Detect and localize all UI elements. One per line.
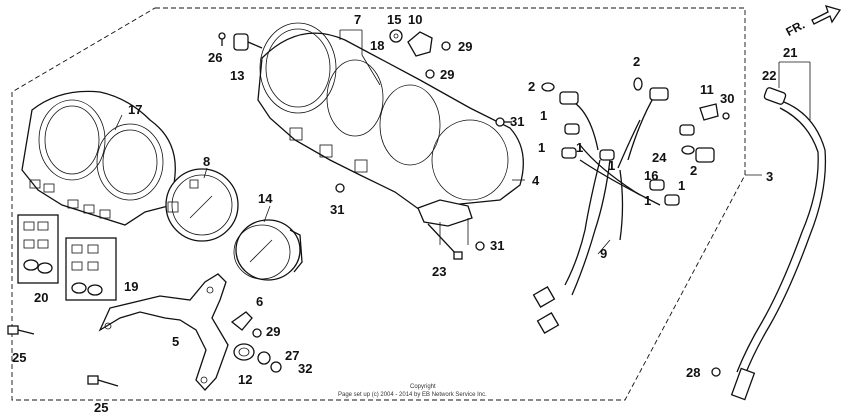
bulb-2-right[interactable] (681, 145, 695, 155)
bolt-25-lower[interactable] (87, 375, 119, 387)
assembly-boundary (11, 7, 746, 401)
callout-31-left: 31 (330, 202, 344, 217)
callout-5: 5 (172, 334, 179, 349)
callout-14: 14 (258, 191, 273, 206)
bolt-23[interactable] (427, 223, 463, 260)
leader-lines (114, 29, 762, 255)
callout-4: 4 (532, 173, 540, 188)
callout-26: 26 (208, 50, 222, 65)
callout-8: 8 (203, 154, 210, 169)
copyright-line2: Page set up (c) 2004 - 2014 by EB Networ… (338, 392, 487, 398)
speedometer-part[interactable] (165, 168, 239, 242)
callout-30: 30 (720, 91, 734, 106)
callout-7: 7 (354, 12, 361, 27)
callout-18: 18 (370, 38, 384, 53)
callout-9: 9 (600, 246, 607, 261)
housing-mount-plate[interactable] (417, 199, 473, 227)
callout-2-right: 2 (690, 163, 697, 178)
front-direction-arrow (811, 5, 842, 25)
bolt-25-upper[interactable] (7, 325, 35, 335)
callout-15: 15 (387, 12, 401, 27)
indicator-lens-set-20[interactable] (17, 214, 59, 284)
knob-13[interactable] (233, 33, 263, 51)
washer-15[interactable] (389, 29, 403, 43)
callout-29-lower: 29 (266, 324, 280, 339)
screw-28[interactable] (711, 367, 721, 377)
callout-21: 21 (783, 45, 797, 60)
screw-29-b[interactable] (425, 69, 435, 79)
callout-1-a: 1 (540, 108, 547, 123)
callout-23: 23 (432, 264, 446, 279)
callout-31-upper: 31 (510, 114, 524, 129)
callout-16: 16 (644, 168, 658, 183)
callout-6: 6 (256, 294, 263, 309)
indicator-lens-set-19[interactable] (65, 237, 117, 301)
bulb-2-upper-right[interactable] (633, 77, 643, 91)
bulb-socket-group[interactable] (559, 87, 715, 206)
callout-1-f: 1 (644, 193, 651, 208)
screw-31-upper[interactable] (495, 117, 512, 127)
callout-29-upper: 29 (458, 39, 472, 54)
callout-32: 32 (298, 361, 312, 376)
callout-labels: 17 8 14 19 20 5 6 29 27 32 12 25 25 26 1… (12, 12, 797, 415)
clamp-11[interactable] (699, 103, 719, 121)
callout-27: 27 (285, 348, 299, 363)
callout-1-b: 1 (538, 140, 545, 155)
wire-harness-part[interactable] (532, 94, 661, 334)
grommet-part[interactable] (233, 343, 255, 361)
callout-1-c: 1 (576, 140, 583, 155)
stay-part[interactable] (230, 311, 262, 338)
callout-11: 11 (700, 82, 714, 97)
callout-19: 19 (124, 279, 138, 294)
callout-29-mid: 29 (440, 67, 454, 82)
meter-bracket-part[interactable] (98, 273, 229, 391)
collar-part[interactable] (257, 351, 271, 365)
callout-1-d: 1 (608, 158, 615, 173)
screw-31-lower[interactable] (475, 241, 485, 251)
callout-12: 12 (238, 372, 252, 387)
screw-26[interactable] (218, 32, 226, 46)
meter-case-part[interactable] (21, 90, 176, 226)
tachometer-part[interactable] (233, 219, 303, 281)
callout-25-lower: 25 (94, 400, 108, 415)
callout-28: 28 (686, 365, 700, 380)
callout-22-visible: 22 (762, 68, 776, 83)
callout-1-e: 1 (678, 178, 685, 193)
callout-2-left: 2 (528, 79, 535, 94)
socket-10[interactable] (407, 31, 433, 57)
callout-25-upper: 25 (12, 350, 26, 365)
meter-housing-part[interactable] (257, 22, 524, 211)
front-direction-label: FR. (783, 18, 807, 39)
screw-29-a[interactable] (441, 41, 451, 51)
nut-32-part[interactable] (270, 361, 282, 373)
callout-13: 13 (230, 68, 244, 83)
screw-31-left[interactable] (335, 183, 345, 193)
callout-2-top: 2 (633, 54, 640, 69)
callout-3: 3 (766, 169, 773, 184)
callout-10: 10 (408, 12, 422, 27)
callout-20: 20 (34, 290, 48, 305)
callout-17: 17 (128, 102, 142, 117)
copyright-line1: Copyright (410, 384, 436, 390)
screw-30[interactable] (722, 112, 730, 120)
callout-31-lower: 31 (490, 238, 504, 253)
bulb-2-upper-left[interactable] (541, 82, 555, 92)
callout-24: 24 (652, 150, 667, 165)
speedometer-cable-part[interactable] (730, 87, 827, 401)
